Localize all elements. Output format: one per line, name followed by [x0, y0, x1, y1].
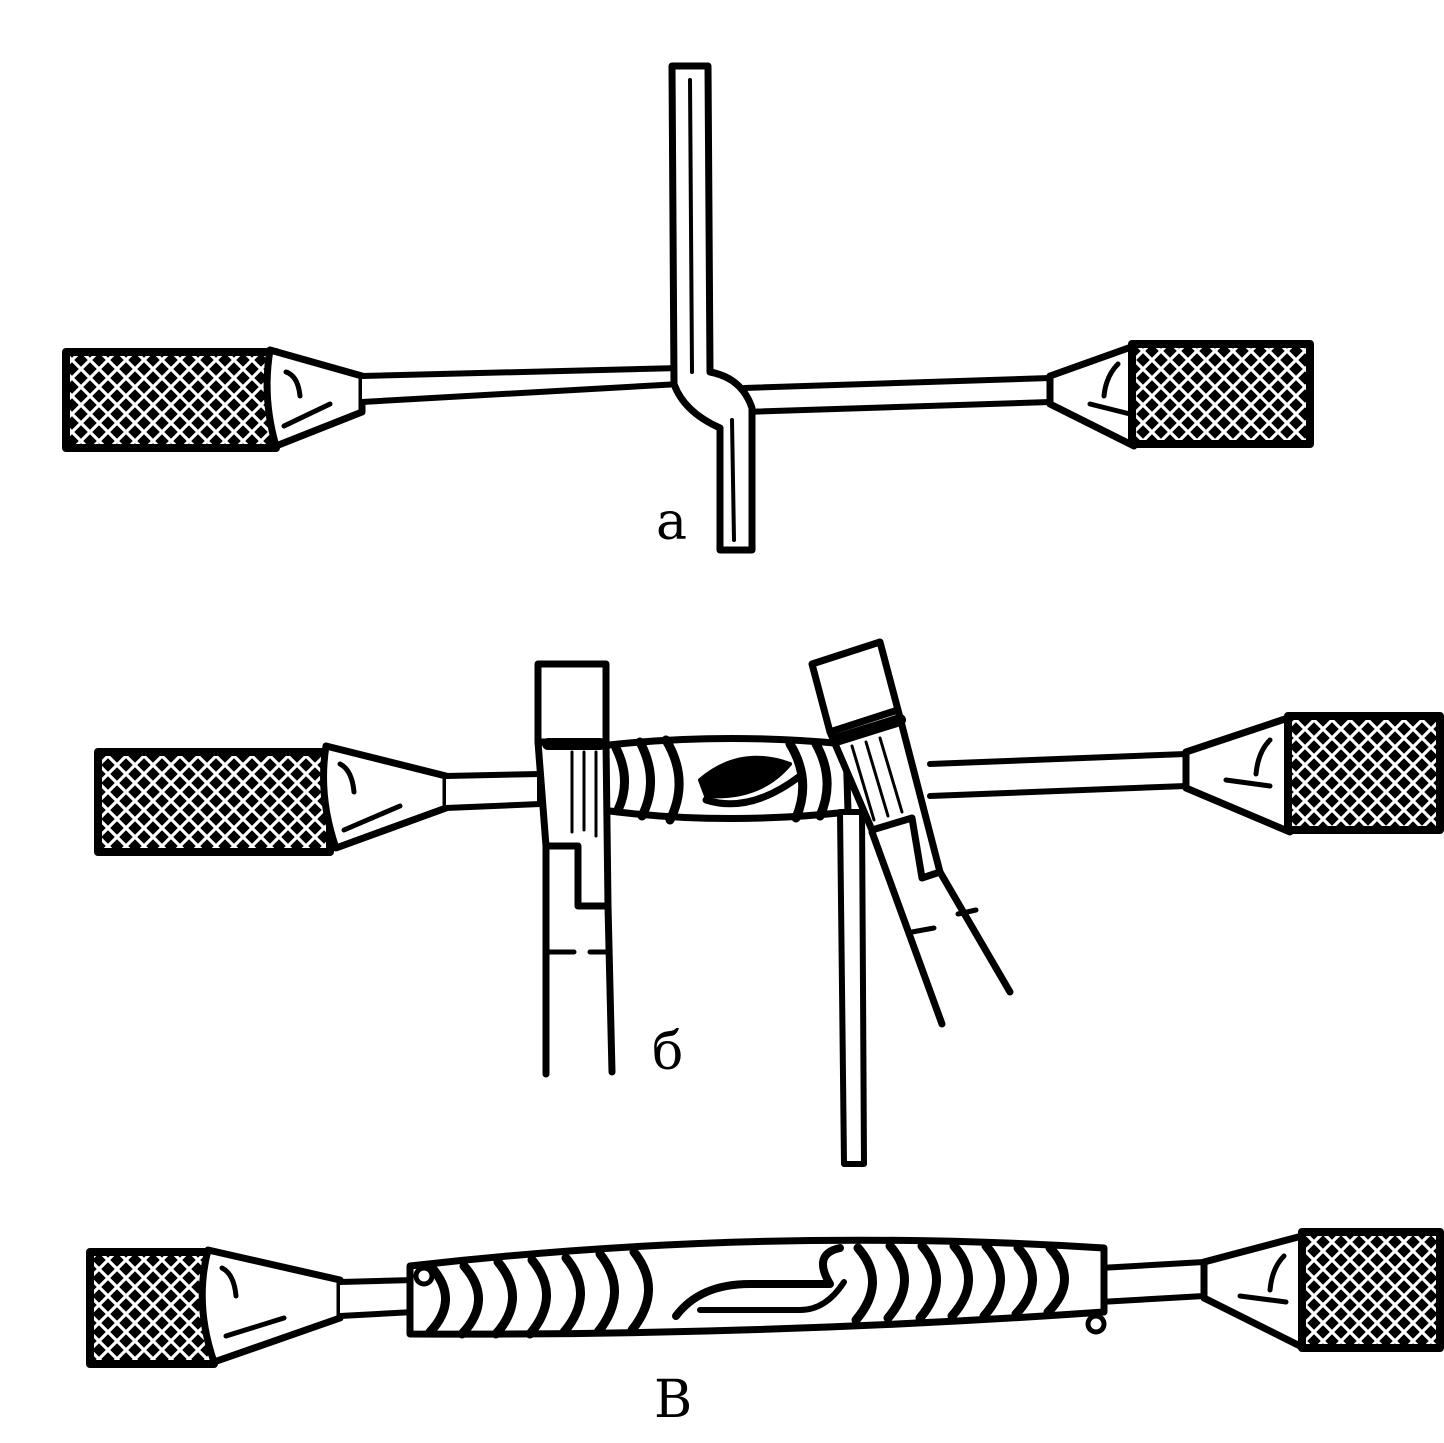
step-label-a: а: [656, 492, 688, 552]
left-cable-v: [86, 1246, 344, 1368]
crossing-wire-a: [668, 62, 756, 554]
insulation-cone: [1046, 342, 1145, 450]
step-label-b: б: [652, 1022, 684, 1082]
cable-insulation-braid: [1128, 340, 1314, 448]
right-cable-a: [1046, 340, 1314, 450]
twisted-splice-v: [406, 1236, 1108, 1339]
bare-wire-right-v: [1097, 1259, 1207, 1305]
bare-wire-right-a: [741, 375, 1053, 415]
bare-wire-left-b: [443, 771, 543, 811]
left-cable-b: [94, 742, 450, 856]
right-cable-v: [1200, 1228, 1444, 1352]
step-a: [62, 62, 1314, 554]
insulation-cone: [263, 346, 366, 450]
bare-wire-left-a: [359, 365, 683, 405]
insulation-cone: [1182, 714, 1300, 836]
left-cable-a: [62, 346, 366, 452]
twisted-splice-b: [596, 734, 852, 825]
bare-wire-left-v: [337, 1277, 417, 1319]
step-b: [94, 638, 1444, 1167]
insulation-cone: [1200, 1232, 1314, 1352]
wire-end-down-b: [837, 809, 867, 1167]
bare-wire-right-b: [927, 751, 1189, 799]
cable-insulation-braid: [1284, 712, 1444, 834]
cable-insulation-braid: [86, 1248, 218, 1368]
cable-insulation-braid: [62, 348, 280, 452]
pliers-left-jaw: [534, 660, 616, 1078]
insulation-cone: [320, 742, 450, 852]
step-label-v: В: [654, 1370, 693, 1430]
right-cable-b: [1182, 712, 1444, 836]
pliers-right-jaw: [808, 638, 1014, 1028]
step-v: [86, 1228, 1444, 1368]
cable-insulation-braid: [94, 748, 334, 856]
cable-insulation-braid: [1298, 1228, 1444, 1352]
